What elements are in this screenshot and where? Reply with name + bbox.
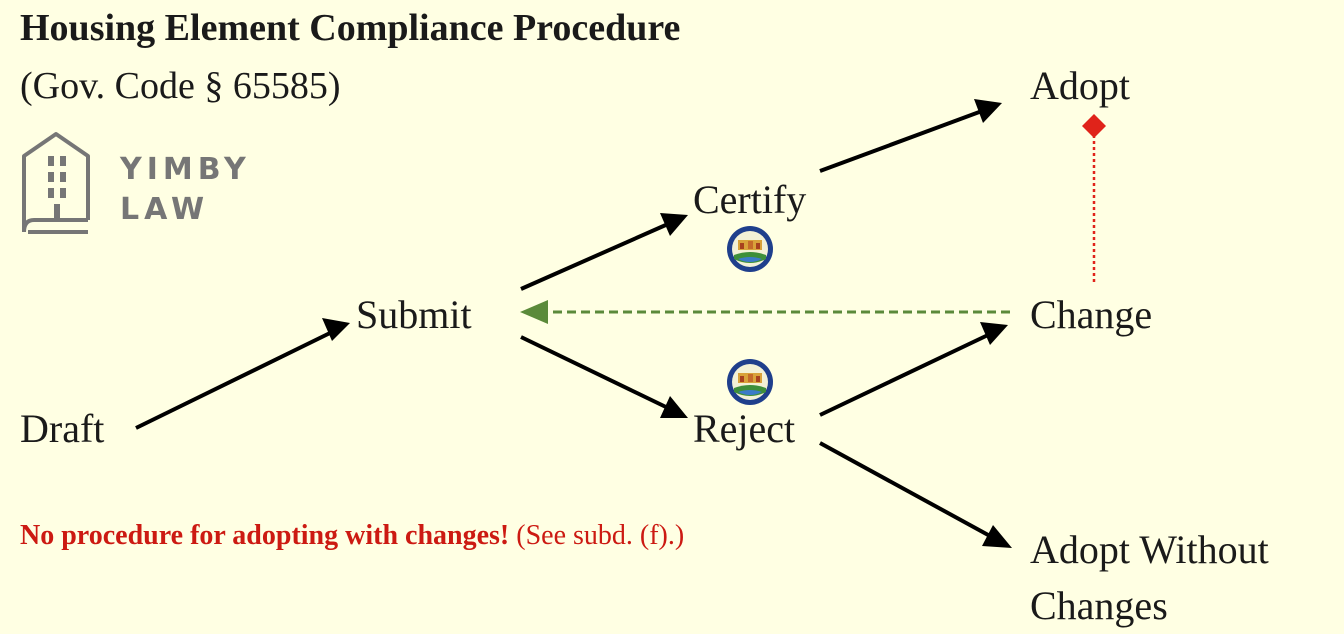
logo-line-1: YIMBY [120, 152, 251, 187]
logo-line-2: LAW [120, 192, 210, 227]
page-title: Housing Element Compliance Procedure [20, 7, 681, 49]
diamond-marker [1082, 114, 1106, 138]
node-adopt-without-line-1: Adopt Without [1030, 527, 1269, 572]
note-rest-text: (See subd. (f).) [509, 520, 685, 551]
arrowhead-reject [660, 396, 688, 418]
arrow-reject-to-adopt-without [819, 441, 991, 538]
arrowhead-change [980, 322, 1008, 345]
building-book-icon [22, 132, 90, 234]
page-subtitle: (Gov. Code § 65585) [20, 65, 341, 107]
node-reject: Reject [693, 406, 796, 451]
node-certify: Certify [693, 177, 807, 222]
node-change: Change [1030, 292, 1153, 337]
node-draft: Draft [20, 406, 105, 451]
arrowhead-adopt [974, 99, 1002, 123]
node-adopt: Adopt [1030, 63, 1130, 108]
state-seal-icon [727, 359, 773, 405]
node-adopt-without-changes: Adopt Without Changes [1030, 522, 1269, 634]
arrow-certify-to-adopt [819, 109, 983, 173]
arrow-submit-to-reject [520, 335, 669, 410]
yimby-law-logo [22, 132, 90, 234]
node-submit: Submit [356, 292, 472, 337]
arrowhead-dashed [520, 300, 548, 324]
logo-wordmark: YIMBY LAW [120, 150, 251, 230]
arrow-reject-to-change [819, 333, 989, 417]
arrowhead-certify [660, 213, 688, 236]
node-adopt-without-line-2: Changes [1030, 583, 1168, 628]
arrowhead-submit [322, 318, 350, 341]
note-bold-text: No procedure for adopting with changes! [20, 520, 510, 551]
arrow-draft-to-submit [135, 331, 331, 430]
procedure-note: No procedure for adopting with changes! … [20, 519, 684, 553]
state-seal-icon [727, 226, 773, 272]
arrow-submit-to-certify [520, 222, 669, 291]
arrowhead-adopt-without [982, 525, 1012, 548]
